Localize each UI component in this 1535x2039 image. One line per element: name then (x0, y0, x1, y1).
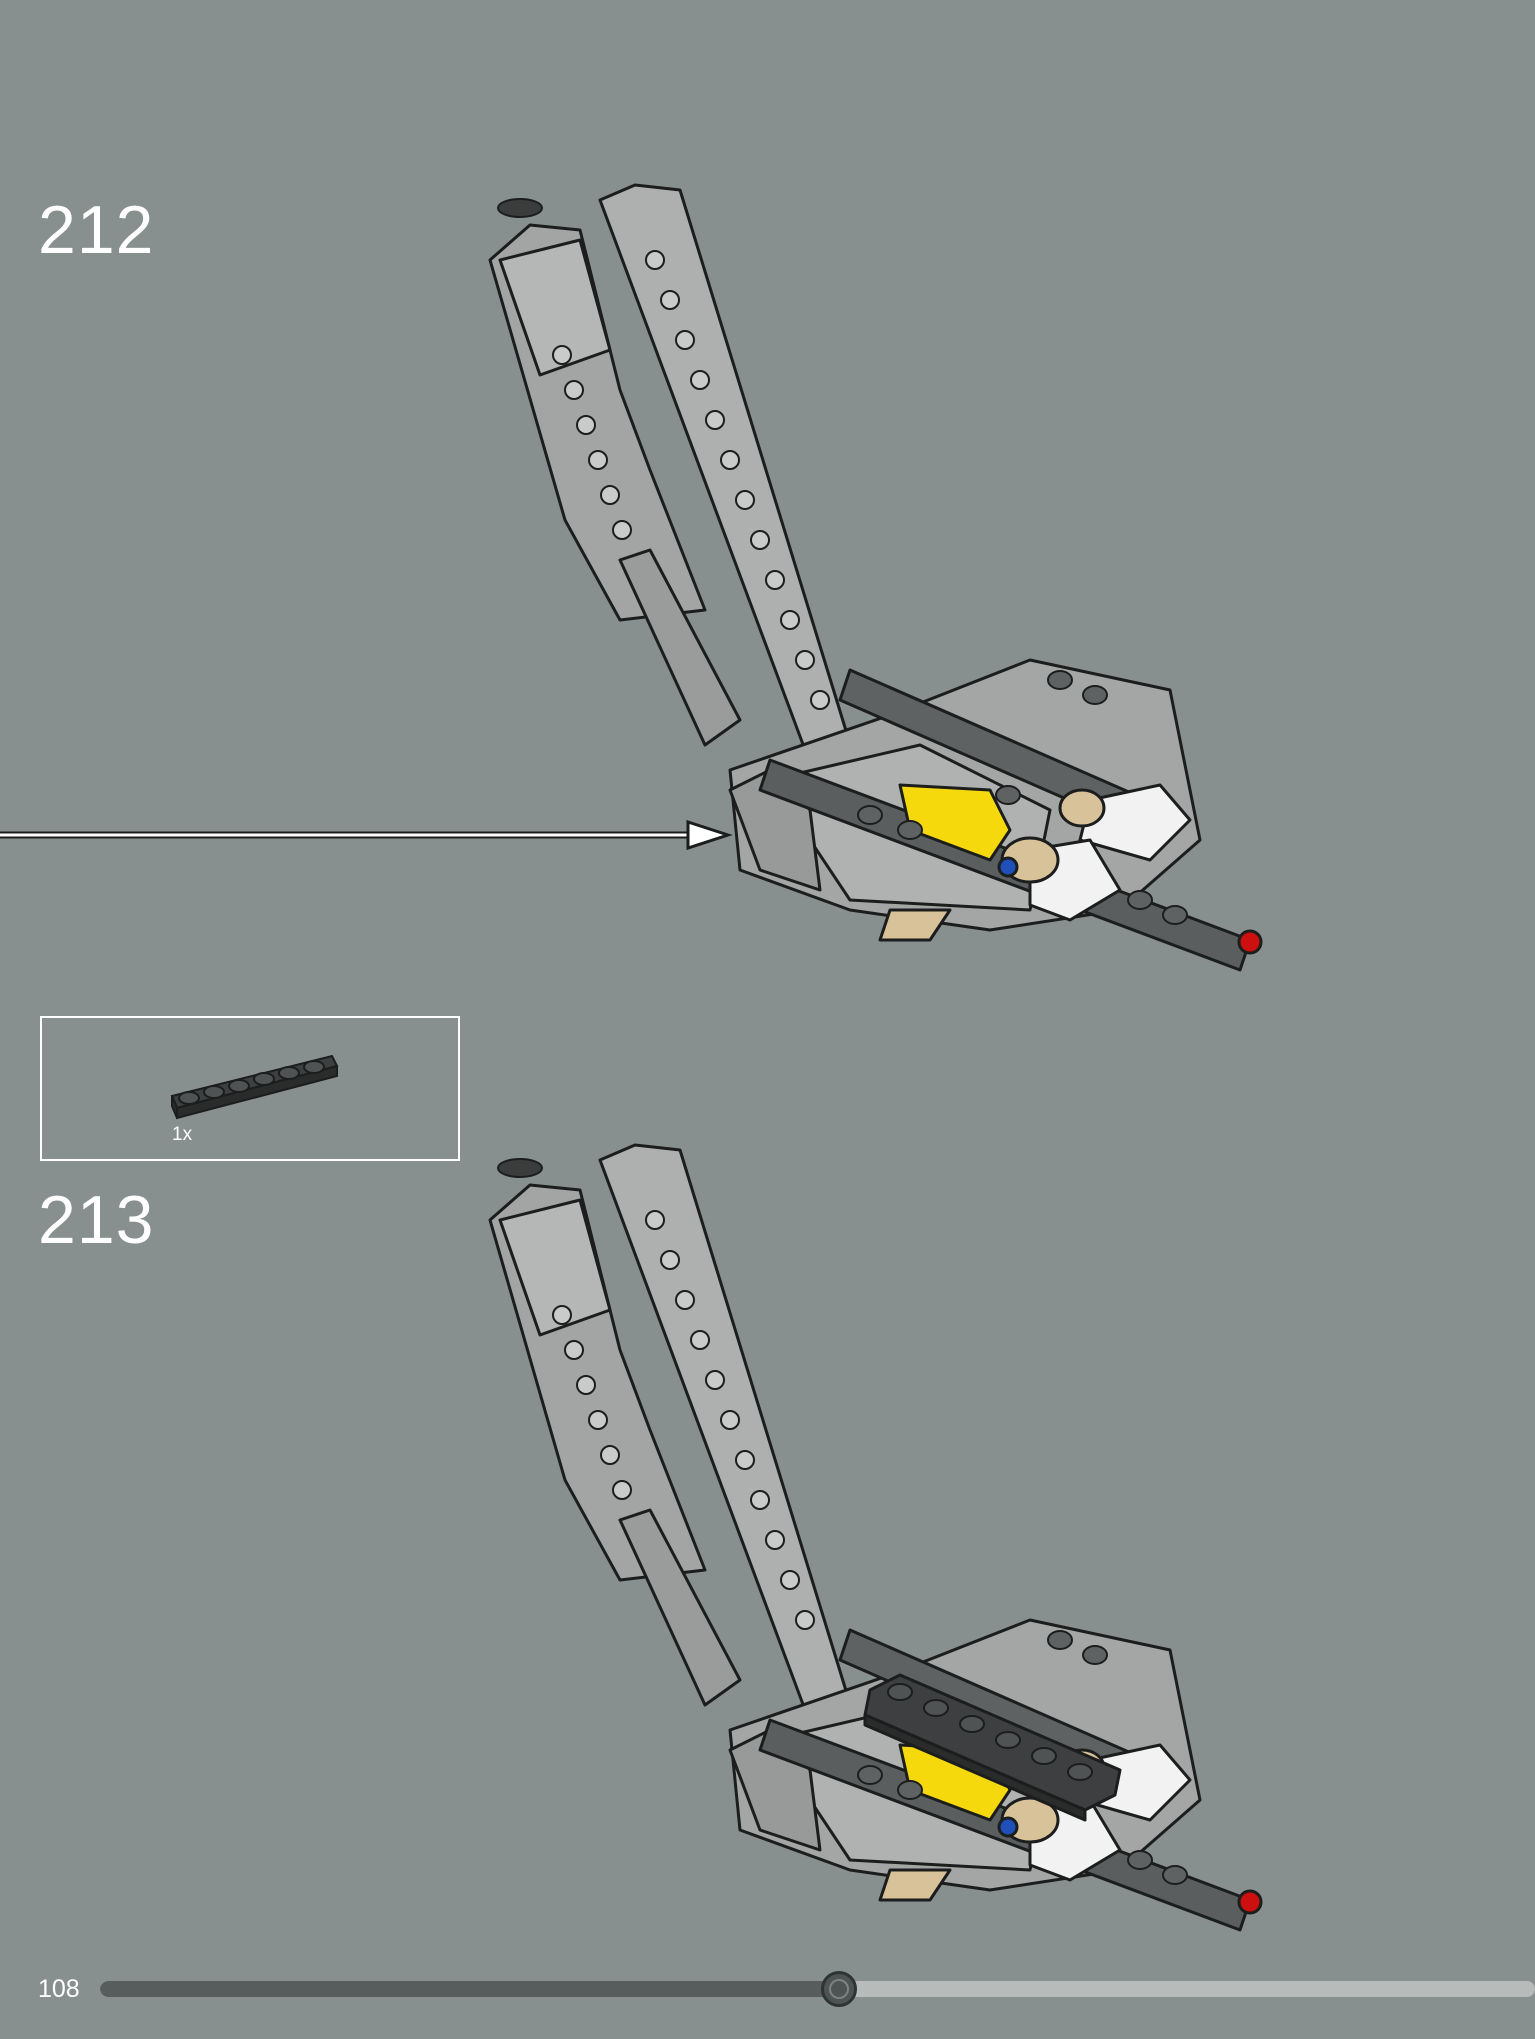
step-number-212: 212 (38, 192, 155, 268)
placement-arrow (0, 819, 733, 851)
plate-1x6-part (170, 1054, 339, 1120)
step-number-213: 213 (38, 1182, 155, 1258)
progress-fill (100, 1981, 840, 1997)
progress-handle[interactable] (821, 1971, 858, 2007)
model-assembly-213 (488, 1143, 1263, 1932)
parts-callout: 1x (40, 1016, 460, 1161)
page-progress-bar[interactable] (100, 1981, 1535, 1997)
model-assembly-212 (488, 183, 1263, 972)
page-number: 108 (38, 1975, 80, 2003)
part-quantity: 1x (172, 1124, 193, 1145)
